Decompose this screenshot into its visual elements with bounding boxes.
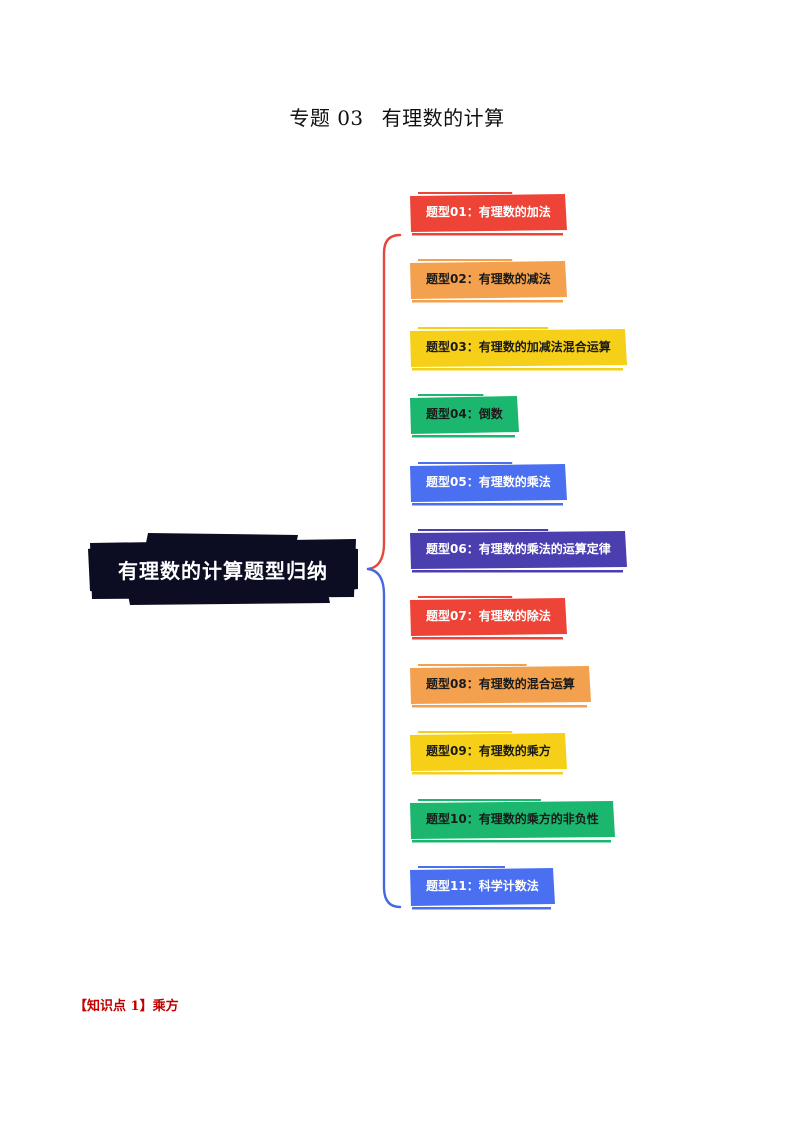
- topic-node-08: 题型08：有理数的混合运算: [410, 664, 591, 708]
- topic-brush-shape: [410, 259, 567, 303]
- topic-label: 题型06：有理数的乘法的运算定律: [426, 542, 611, 556]
- topic-label: 题型11：科学计数法: [426, 879, 539, 893]
- topic-node-09: 题型09：有理数的乘方: [410, 731, 567, 775]
- topic-node-10: 题型10：有理数的乘方的非负性: [410, 799, 615, 843]
- topic-brush-shape: [410, 327, 627, 371]
- topic-brush-shape: [410, 799, 615, 843]
- topic-label: 题型09：有理数的乘方: [426, 744, 551, 758]
- topic-brush-shape: [410, 866, 555, 910]
- topic-brush-shape: [410, 529, 627, 573]
- topic-label: 题型08：有理数的混合运算: [426, 677, 575, 691]
- topic-label: 题型03：有理数的加减法混合运算: [426, 340, 611, 354]
- topic-node-03: 题型03：有理数的加减法混合运算: [410, 327, 627, 371]
- topic-brush-shape: [410, 731, 567, 775]
- knowledge-tag: 知识点 1: [87, 999, 140, 1014]
- title-text: 有理数的计算: [381, 106, 505, 130]
- topic-brush-shape: [410, 596, 567, 640]
- topic-label: 题型01：有理数的加法: [426, 205, 551, 219]
- document-title: 专题 03 有理数的计算: [0, 102, 794, 131]
- topic-label: 题型07：有理数的除法: [426, 609, 551, 623]
- mindmap-connector: [366, 233, 402, 909]
- knowledge-bracket-close: 】: [139, 999, 153, 1014]
- knowledge-bracket-open: 【: [74, 999, 88, 1014]
- topic-node-01: 题型01：有理数的加法: [410, 192, 567, 236]
- topic-label: 题型05：有理数的乘法: [426, 475, 551, 489]
- title-number: 专题 03: [289, 106, 364, 130]
- topic-node-11: 题型11：科学计数法: [410, 866, 555, 910]
- central-topic-label: 有理数的计算题型归纳: [118, 558, 328, 583]
- topic-label: 题型04：倒数: [426, 407, 503, 421]
- knowledge-point-heading: 【知识点 1】乘方: [74, 995, 179, 1014]
- topic-node-07: 题型07：有理数的除法: [410, 596, 567, 640]
- topic-node-06: 题型06：有理数的乘法的运算定律: [410, 529, 627, 573]
- knowledge-topic: 乘方: [152, 999, 179, 1014]
- topic-label: 题型02：有理数的减法: [426, 272, 551, 286]
- connector-upper-branch: [366, 233, 402, 571]
- topic-node-04: 题型04：倒数: [410, 394, 519, 438]
- topic-brush-shape: [410, 192, 567, 236]
- topic-node-02: 题型02：有理数的减法: [410, 259, 567, 303]
- central-topic-node: 有理数的计算题型归纳: [88, 533, 358, 605]
- connector-lower-branch: [366, 567, 402, 909]
- topic-brush-shape: [410, 394, 519, 438]
- topic-brush-shape: [410, 664, 591, 708]
- topic-brush-shape: [410, 462, 567, 506]
- central-brush-shape: [88, 533, 358, 605]
- topic-node-05: 题型05：有理数的乘法: [410, 462, 567, 506]
- topic-label: 题型10：有理数的乘方的非负性: [426, 812, 599, 826]
